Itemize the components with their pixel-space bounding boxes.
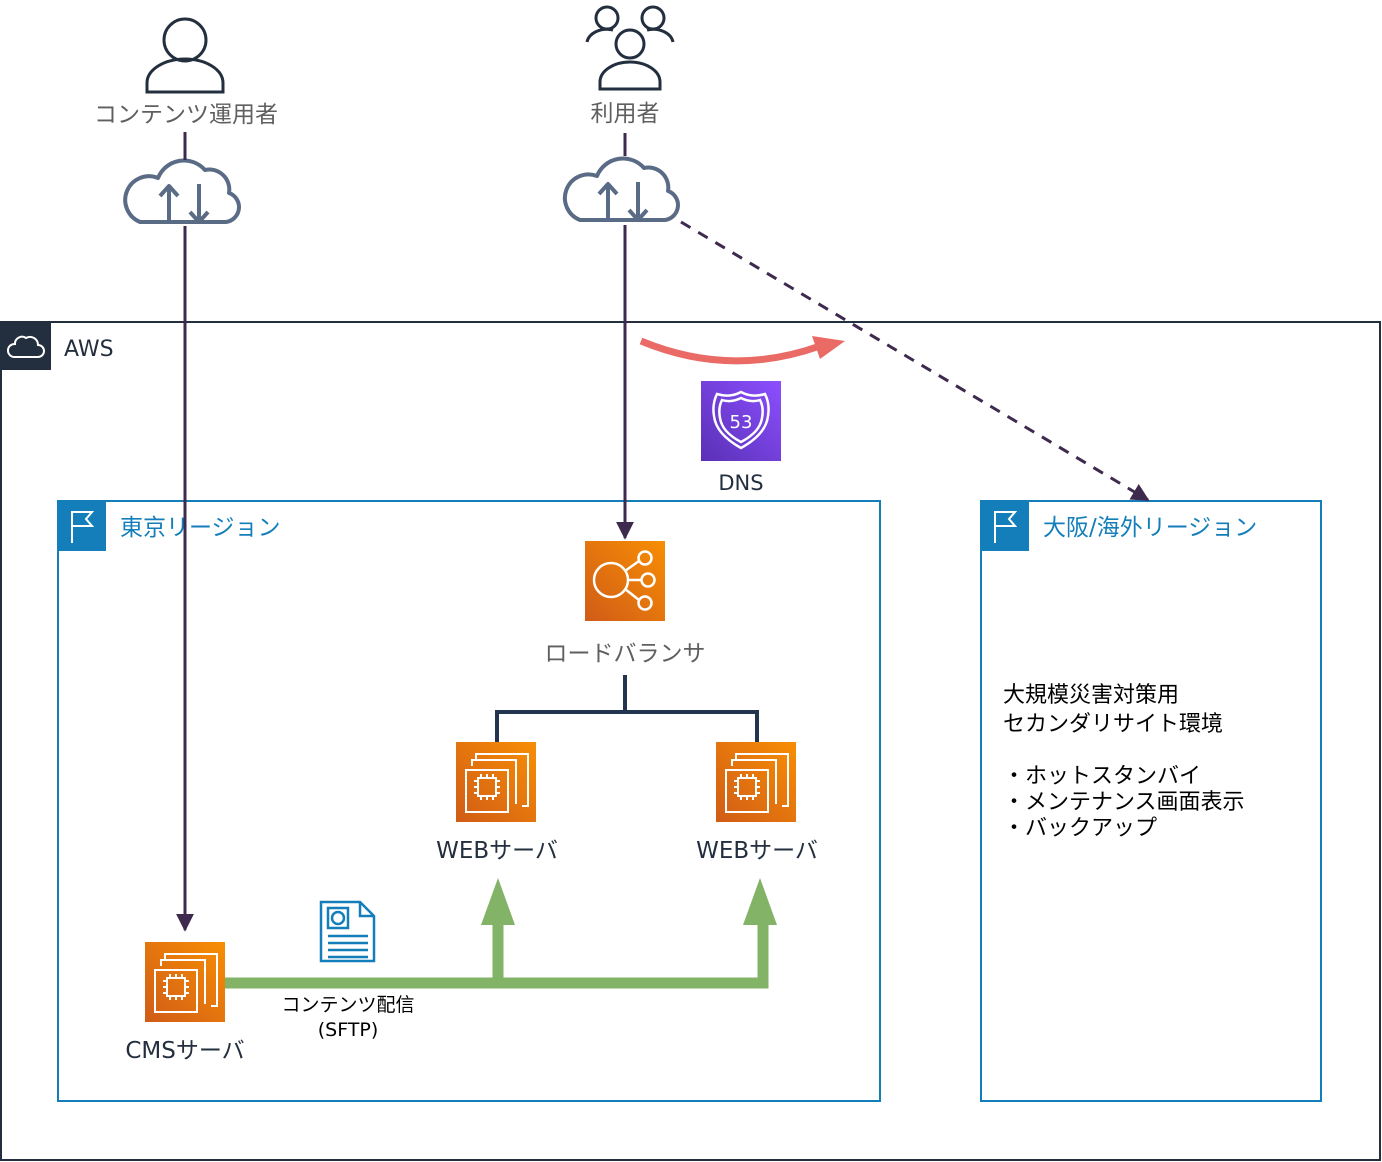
user-icon [145, 17, 225, 94]
route53-dns: 53 DNS [701, 381, 781, 495]
load-balancer: ロードバランサ [545, 541, 706, 667]
web-server-2-label: WEBサーバ [696, 838, 818, 864]
tokyo-region-label: 東京リージョン [120, 515, 281, 541]
osaka-desc-line2: セカンダリサイト環境 [1003, 712, 1223, 737]
osaka-desc-line1: 大規模災害対策用 [1003, 683, 1179, 708]
route53-badge-text: 53 [730, 412, 753, 433]
flag-icon [994, 511, 1018, 543]
document-icon [319, 900, 376, 963]
lb-web-connector [495, 675, 759, 742]
internet-cloud-icon [562, 156, 680, 222]
route53-shield-icon [712, 390, 770, 450]
failover-dashed-arrow [680, 220, 1150, 502]
aws-cloud-group: AWS [0, 321, 1381, 1161]
flag-icon [71, 511, 95, 543]
users-label: 利用者 [591, 101, 660, 127]
tokyo-region: 東京リージョン [57, 500, 881, 1102]
users-icon [585, 5, 675, 91]
failover-switch-arrow [639, 336, 845, 365]
osaka-region: 大阪/海外リージョン 大規模災害対策用 セカンダリサイト環境 ・ホットスタンバイ… [980, 500, 1322, 1102]
osaka-region-label: 大阪/海外リージョン [1043, 515, 1257, 541]
web-server-1: WEBサーバ [436, 742, 558, 864]
load-balancer-icon [592, 550, 656, 611]
ec2-instance-icon [154, 953, 218, 1013]
osaka-bullet-hot-standby: ・ホットスタンバイ [1003, 764, 1201, 789]
content-operator-label: コンテンツ運用者 [94, 102, 278, 128]
web-server-2: WEBサーバ [696, 742, 818, 864]
internet-cloud-icon [123, 158, 241, 224]
dns-label: DNS [718, 471, 763, 495]
cms-server-label: CMSサーバ [125, 1038, 244, 1064]
cloud-icon [7, 335, 45, 358]
osaka-bullet-backup: ・バックアップ [1003, 816, 1157, 841]
web-server-1-label: WEBサーバ [436, 838, 558, 864]
content-operator-actor: コンテンツ運用者 [94, 17, 278, 128]
ec2-instance-icon [725, 753, 789, 813]
aws-label: AWS [64, 337, 114, 362]
ec2-instance-icon [465, 753, 529, 813]
cms-server: CMSサーバ [125, 942, 245, 1064]
users-actor: 利用者 [585, 5, 675, 127]
delivery-label-line1: コンテンツ配信 [281, 994, 414, 1016]
load-balancer-label: ロードバランサ [545, 641, 706, 667]
content-delivery-arrows [225, 878, 777, 989]
delivery-label-line2: (SFTP) [318, 1019, 379, 1041]
osaka-bullet-maintenance: ・メンテナンス画面表示 [1003, 790, 1245, 815]
